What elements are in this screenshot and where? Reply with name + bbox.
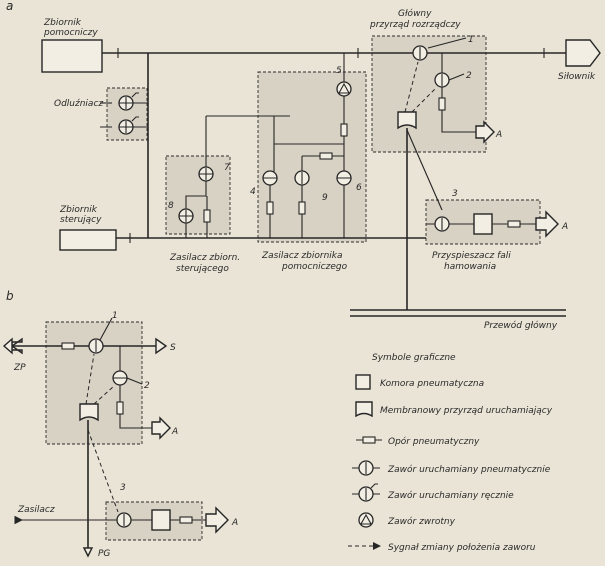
aux-tank-label-2: pomocniczy bbox=[43, 28, 98, 38]
main-valve-zone bbox=[371, 35, 487, 153]
legend-item-3: Opór pneumatyczny bbox=[388, 436, 480, 447]
legend-title: Symbole graficzne bbox=[372, 353, 456, 363]
legend-item-2: Membranowy przyrząd uruchamiający bbox=[380, 406, 553, 416]
resistance-aux-3 bbox=[319, 152, 333, 160]
b-supply-label: Zasilacz bbox=[17, 505, 55, 515]
legend-item-4: Zawór uruchamiany pneumatycznie bbox=[387, 464, 551, 475]
main-valve-label-1: Główny bbox=[398, 8, 432, 19]
actuator bbox=[565, 39, 601, 67]
control-tank-label-1: Zbiornik bbox=[59, 205, 98, 215]
legend-item-7: Sygnał zmiany położenia zaworu bbox=[388, 543, 536, 553]
control-supply-label-2: sterującego bbox=[176, 264, 229, 274]
b-s-label: S bbox=[170, 343, 176, 353]
num-6: 6 bbox=[356, 183, 362, 193]
legend-item-5: Zawór uruchamiany ręcznie bbox=[387, 490, 514, 501]
legend-item-6: Zawór zwrotny bbox=[387, 516, 456, 527]
num-2: 2 bbox=[466, 71, 472, 81]
resistance-aux-4 bbox=[298, 201, 306, 215]
accelerator-label-2: hamowania bbox=[444, 262, 496, 272]
b-resistance-3 bbox=[179, 516, 193, 524]
aux-tank-label-1: Zbiornik bbox=[43, 18, 82, 28]
aux-supply-label-1: Zasilacz zbiornika bbox=[261, 251, 343, 261]
panel-a-letter: a bbox=[6, 0, 13, 13]
panel-b-letter: b bbox=[6, 289, 14, 303]
b-chamber bbox=[151, 509, 171, 531]
control-tank-label-2: sterujący bbox=[60, 215, 102, 225]
control-tank bbox=[59, 229, 117, 251]
actuator-label: Siłownik bbox=[558, 72, 596, 82]
legend-item-1: Komora pneumatyczna bbox=[380, 379, 484, 389]
b-pg-label: PG bbox=[98, 549, 110, 559]
b-num-2: 2 bbox=[144, 381, 150, 391]
main-valve-label-2: przyrząd rozrządczy bbox=[369, 20, 461, 30]
control-supply-zone bbox=[165, 155, 231, 235]
membrane-main bbox=[397, 111, 417, 130]
control-supply-label-1: Zasilacz zbiorn. bbox=[169, 253, 240, 263]
resistance-main bbox=[438, 97, 446, 111]
main-pipe-label: Przewód główny bbox=[484, 320, 558, 331]
resistance-accel bbox=[507, 220, 521, 228]
accelerator-label-1: Przyspieszacz fali bbox=[432, 251, 511, 261]
b-zp-label: ZP bbox=[13, 363, 26, 373]
b-exhaust-arrow-2 bbox=[205, 506, 229, 534]
legend-resistance-symbol bbox=[362, 436, 376, 444]
accelerator-chamber bbox=[473, 213, 493, 235]
legend-chamber-symbol bbox=[355, 374, 371, 390]
resistance-control bbox=[203, 209, 211, 223]
num-9: 9 bbox=[322, 193, 328, 203]
main-pipe bbox=[350, 309, 566, 317]
num-1: 1 bbox=[468, 35, 474, 45]
b-s-arrow bbox=[155, 337, 168, 355]
num-5: 5 bbox=[336, 66, 342, 76]
resistance-aux-1 bbox=[340, 123, 348, 137]
exhaust-arrow-2 bbox=[535, 210, 559, 238]
exhaust-arrow-1 bbox=[475, 120, 495, 144]
relief-label: Odluźniacz bbox=[54, 99, 103, 109]
b-resistance-2 bbox=[116, 401, 124, 415]
b-exhaust-arrow-1 bbox=[151, 416, 171, 440]
exhaust-label-2: A bbox=[561, 222, 568, 232]
aux-tank bbox=[41, 39, 103, 73]
b-zp-arrow bbox=[10, 337, 23, 355]
resistance-aux-2 bbox=[266, 201, 274, 215]
legend-membrane-symbol bbox=[355, 401, 373, 418]
aux-supply-zone bbox=[257, 71, 367, 243]
b-exhaust-label-2: A bbox=[231, 518, 238, 528]
b-membrane bbox=[79, 403, 99, 422]
num-8: 8 bbox=[168, 201, 174, 211]
aux-line-ticks bbox=[117, 48, 545, 58]
exhaust-label-1: A bbox=[495, 130, 502, 140]
num-3: 3 bbox=[452, 189, 458, 199]
b-exhaust-label-1: A bbox=[171, 427, 178, 437]
aux-supply-label-2: pomocniczego bbox=[281, 262, 348, 272]
num-4: 4 bbox=[250, 187, 256, 197]
b-resistance-1 bbox=[61, 342, 75, 350]
b-num-3: 3 bbox=[120, 483, 126, 493]
num-7: 7 bbox=[224, 163, 230, 173]
b-num-1: 1 bbox=[112, 311, 118, 321]
